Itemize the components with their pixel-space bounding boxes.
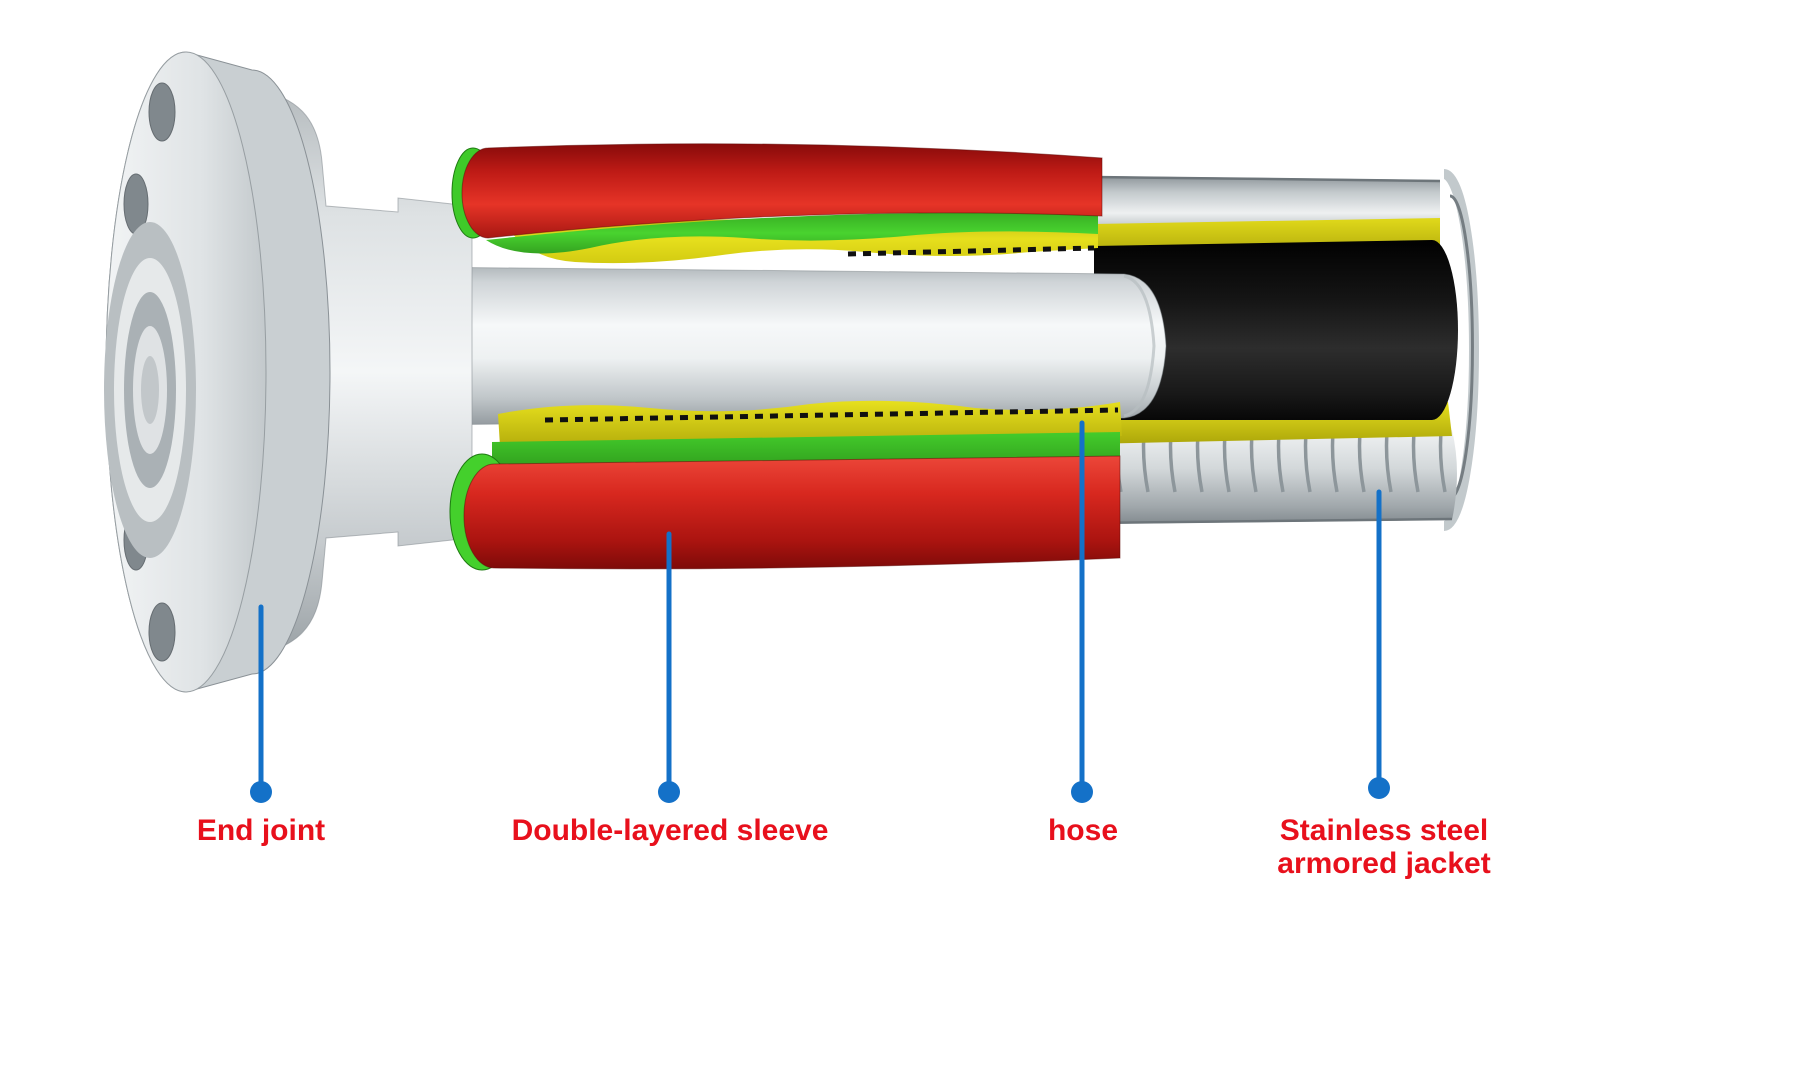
label-armored-jacket-line2: armored jacket [1277, 847, 1491, 880]
core-tube-end [1123, 274, 1156, 418]
jacket-end-rim-inner [1449, 194, 1474, 500]
jacket-end-rim [1443, 169, 1479, 531]
crimp-serrations [544, 245, 1119, 423]
bore-center [141, 356, 159, 424]
core-tube [311, 265, 1167, 427]
callout-leaders [250, 420, 1390, 803]
sleeve-green-top [486, 212, 1098, 254]
jacket-top-edge [1093, 175, 1441, 183]
label-armored-jacket: Stainless steel armored jacket [1277, 814, 1490, 880]
end-joint [104, 51, 473, 693]
bolt-hole [148, 82, 176, 142]
dot-hose [1071, 781, 1093, 803]
hose-body [1094, 240, 1458, 420]
jacket-bottom-corrugation [1090, 432, 1456, 524]
sleeve-top [451, 143, 1103, 264]
sleeve-bottom [449, 400, 1122, 571]
inner-hose [1094, 240, 1458, 420]
dot-double-layered-sleeve [658, 781, 680, 803]
dot-end-joint [250, 781, 272, 803]
sleeve-red-top [461, 143, 1103, 239]
label-hose: hose [1047, 814, 1119, 847]
label-armored-jacket-line1: Stainless steel [1279, 814, 1489, 847]
jacket-bottom-edge [1089, 517, 1453, 525]
dot-armored-jacket [1368, 777, 1390, 799]
sleeve-red-bottom [463, 455, 1121, 570]
label-end-joint: End joint [196, 814, 326, 847]
label-double-layered-sleeve: Double-layered sleeve [511, 814, 829, 847]
core-tube-body [311, 265, 1167, 427]
serration-top [847, 245, 1095, 257]
bolt-hole [148, 602, 176, 662]
serration-bottom [544, 407, 1119, 423]
